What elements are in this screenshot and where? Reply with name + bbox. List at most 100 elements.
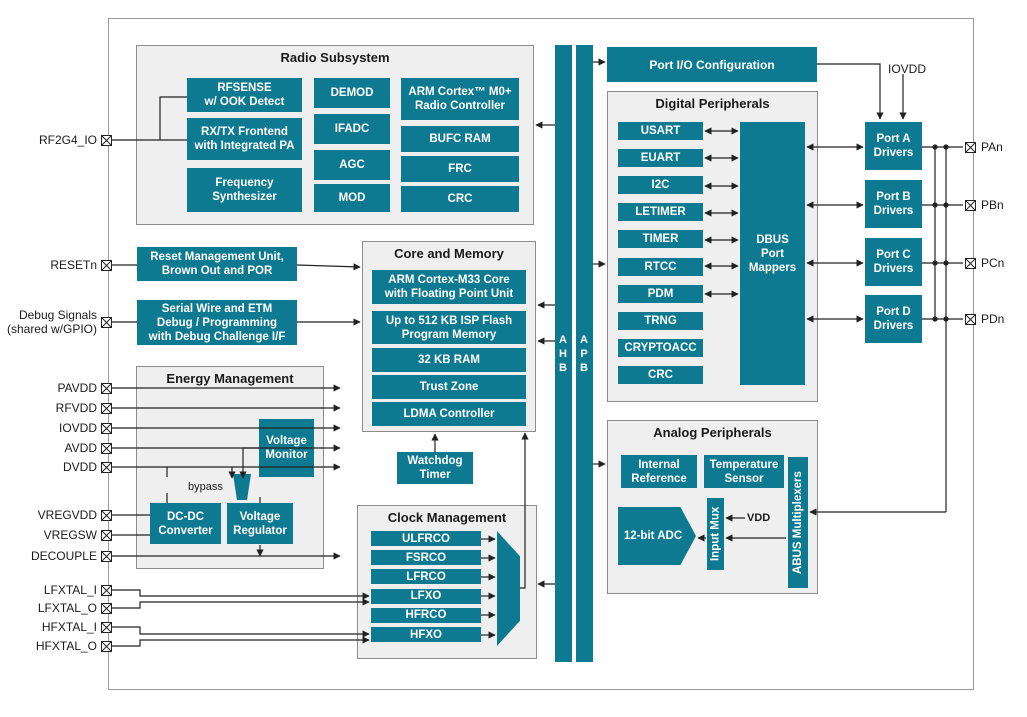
xtal-3-pin [101,641,112,652]
xtal-2-pin [101,622,112,633]
core-and-memory-title: Core and Memory [394,246,504,261]
power-0-label: PAVDD [57,381,97,395]
internal-reference-block: Internal Reference [621,455,697,488]
vreg-0-pin [101,510,112,521]
vreg-1-pin [101,530,112,541]
watchdog-timer-block: Watchdog Timer [397,452,473,484]
apb-bus-label: A P B [580,334,588,374]
voltage-regulator-block: Voltage Regulator [227,503,293,544]
input-mux-block: Input Mux [707,498,724,570]
port-io-configuration-block: Port I/O Configuration [607,47,817,82]
bypass-label: bypass [188,481,223,493]
digital-peripheral-8: CRYPTOACC [618,338,703,357]
clock-source-3: LFXO [371,588,481,604]
ahb-bus-label: A H B [559,334,567,374]
arm-m0-radio-controller-block: ARM Cortex™ M0+ Radio Controller [401,78,519,120]
clock-source-0: ULFRCO [371,531,481,546]
digital-peripheral-3: LETIMER [618,203,703,222]
digital-peripheral-6: PDM [618,284,703,303]
clock-mux-shape [497,531,520,646]
xtal-0-label: LFXTAL_I [43,583,97,597]
radio-crc-block: CRC [401,186,519,212]
vreg-1-label: VREGSW [43,528,97,542]
power-4-pin [101,462,112,473]
digital-peripheral-9: CRC [618,365,703,384]
apb-bus [576,45,593,662]
port-pin-1-pin [965,200,976,211]
debug-programming-block: Serial Wire and ETM Debug / Programming … [137,300,297,345]
core-item-2: 32 KB RAM [372,348,526,372]
dbus-port-mappers-block: DBUS Port Mappers [740,122,805,385]
mod-block: MOD [314,184,390,212]
voltage-monitor-block: Voltage Monitor [259,419,314,477]
demod-block: DEMOD [314,78,390,108]
clock-source-1: FSRCO [371,550,481,566]
xtal-2-label: HFXTAL_I [41,620,97,634]
port-pin-0-pin [965,142,976,153]
port-driver-0: Port A Drivers [865,122,922,170]
ahb-bus [555,45,572,662]
vreg-2-label: DECOUPLE [30,549,97,563]
clock-source-2: LFRCO [371,569,481,585]
frequency-synthesizer-block: Frequency Synthesizer [187,168,302,212]
port-pin-2-label: PCn [981,256,1005,270]
iovdd-supply-label: IOVDD [888,62,927,76]
xtal-1-pin [101,603,112,614]
clock-management-title: Clock Management [387,510,507,525]
rf2g4-io-pin [101,135,112,146]
abus-multiplexers-block: ABUS Multiplexers [788,457,808,588]
power-1-label: RFVDD [55,401,97,415]
port-pin-2-pin [965,258,976,269]
port-pin-0-label: PAn [981,140,1003,154]
adc-12bit-block: 12-bit ADC [618,507,696,565]
dc-dc-converter-block: DC-DC Converter [150,503,221,544]
vreg-0-label: VREGVDD [37,508,97,522]
power-2-pin [101,423,112,434]
vreg-2-pin [101,551,112,562]
core-item-0: ARM Cortex-M33 Core with Floating Point … [372,270,526,304]
digital-peripheral-7: TRNG [618,311,703,330]
core-item-3: Trust Zone [372,375,526,399]
clock-source-4: HFRCO [371,607,481,623]
power-3-pin [101,443,112,454]
resetn-pin [101,260,112,271]
power-0-pin [101,383,112,394]
xtal-3-label: HFXTAL_O [35,639,97,653]
digital-peripheral-1: EUART [618,149,703,168]
debug-signals-pin [101,317,112,328]
port-pin-3-label: PDn [981,312,1005,326]
reset-management-block: Reset Management Unit, Brown Out and POR [137,247,297,281]
rf2g4-io-label: RF2G4_IO [38,133,97,147]
digital-peripheral-0: USART [618,122,703,140]
digital-peripheral-4: TIMER [618,230,703,249]
radio-subsystem-title: Radio Subsystem [280,50,390,65]
resetn-label: RESETn [50,258,97,272]
rxtx-frontend-block: RX/TX Frontend with Integrated PA [187,118,302,160]
frc-block: FRC [401,156,519,182]
digital-peripherals-title: Digital Peripherals [655,96,770,111]
port-pin-1-label: PBn [981,198,1004,212]
bufc-ram-block: BUFC RAM [401,126,519,152]
port-pin-3-pin [965,314,976,325]
port-driver-3: Port D Drivers [865,295,922,343]
power-3-label: AVDD [64,441,97,455]
power-2-label: IOVDD [58,421,97,435]
port-driver-2: Port C Drivers [865,238,922,286]
xtal-1-label: LFXTAL_O [37,601,97,615]
rfsense-block: RFSENSE w/ OOK Detect [187,78,302,112]
temperature-sensor-block: Temperature Sensor [704,455,784,488]
power-4-label: DVDD [62,460,97,474]
xtal-0-pin [101,585,112,596]
digital-peripheral-5: RTCC [618,257,703,276]
energy-management-title: Energy Management [166,371,294,386]
debug-signals-label: Debug Signals (shared w/GPIO) [6,308,97,336]
agc-block: AGC [314,150,390,180]
vdd-label: VDD [747,512,771,524]
clock-source-5: HFXO [371,627,481,642]
power-1-pin [101,403,112,414]
port-driver-1: Port B Drivers [865,180,922,228]
analog-peripherals-title: Analog Peripherals [653,425,772,440]
core-item-4: LDMA Controller [372,402,526,426]
digital-peripheral-2: I2C [618,176,703,195]
